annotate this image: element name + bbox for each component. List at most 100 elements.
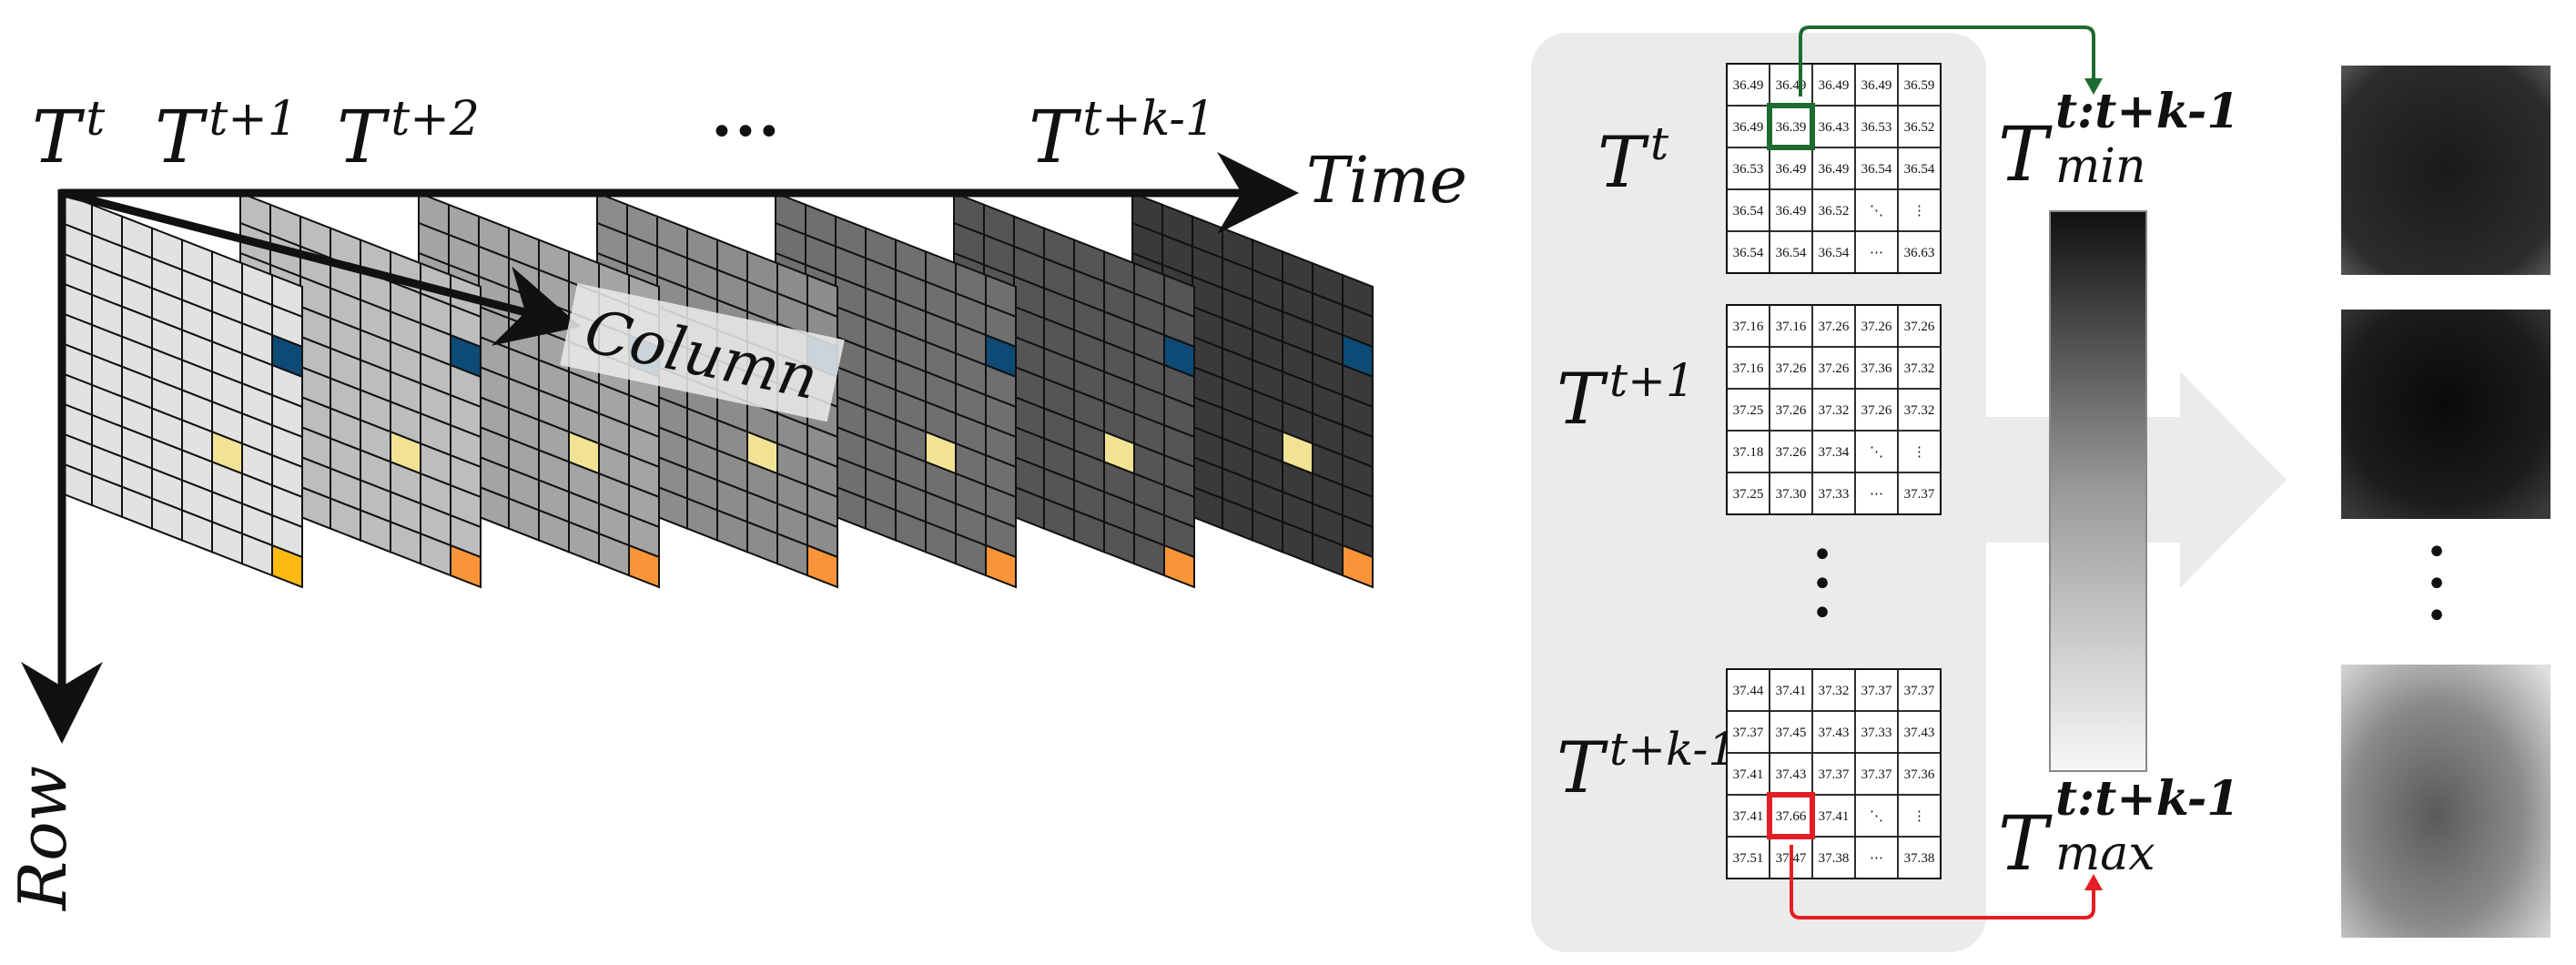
matrix-cell-value: 37.51 (1733, 851, 1764, 866)
frame-cell (806, 543, 838, 589)
matrix-cell-value: ⋱ (1870, 809, 1883, 824)
matrix-cell-value: ⋯ (1870, 851, 1883, 866)
matrix-cell-value: 36.63 (1904, 246, 1935, 260)
frame-7 (1131, 191, 1374, 589)
matrix-cell-value: 37.43 (1819, 726, 1850, 740)
matrix-cell-value: 36.54 (1733, 204, 1764, 218)
svg-text:•: • (2426, 532, 2448, 574)
matrix-cell-value: 37.30 (1776, 487, 1807, 502)
matrix-cell-value: 37.41 (1776, 684, 1807, 698)
matrix-cell-value: ⋯ (1870, 246, 1883, 260)
column-axis-arrow (62, 188, 582, 346)
matrix-cell-value: 36.49 (1776, 78, 1807, 93)
matrix-cell (1897, 472, 1942, 515)
matrix-cell-value: 37.45 (1776, 726, 1807, 740)
min-arrow-head (2084, 78, 2103, 95)
matrix-cell-value: 37.26 (1861, 403, 1892, 418)
min-arrow (1799, 25, 2095, 96)
frame-cell (1342, 543, 1374, 589)
matrix-cell-value: 36.49 (1819, 78, 1850, 93)
matrix-cell-value: 36.54 (1776, 246, 1807, 260)
matrix-cell-value: 37.34 (1819, 445, 1850, 460)
matrix-cell-value: 37.26 (1819, 361, 1850, 376)
thumbnail-2 (2341, 310, 2551, 519)
svg-text:t:t+k-1: t:t+k-1 (2055, 771, 2240, 827)
right-vertical-dots: • • • (2426, 532, 2448, 637)
svg-text:•: • (1811, 593, 1833, 635)
highlight-cell (1767, 792, 1815, 839)
svg-text:min: min (2055, 139, 2145, 194)
matrix-cell-value: 37.26 (1904, 320, 1935, 334)
matrix-cell-value: 37.32 (1819, 403, 1850, 418)
svg-text:•: • (2426, 564, 2448, 605)
matrix-cell-value: ⋯ (1870, 487, 1883, 502)
temperature-matrices: 36.49 36.49 36.49 36.49 36.59 36.49 36.39 36.43… (1557, 63, 1942, 879)
svg-text:T: T (1998, 112, 2053, 198)
matrix-cell-value: 37.25 (1733, 403, 1764, 418)
matrix-cell-value: 37.16 (1733, 361, 1764, 376)
middle-vertical-dots: • • • (1811, 534, 1833, 635)
matrix-cell-value: 37.38 (1904, 851, 1935, 866)
matrix-cell-value: ⋮ (1912, 809, 1926, 824)
matrix-cell-value: 37.37 (1904, 487, 1935, 502)
frame-stack (61, 191, 1374, 589)
matrix-cell-value: 36.54 (1819, 246, 1850, 260)
svg-text:•: • (2426, 595, 2448, 637)
matrix-cell-value: 36.54 (1861, 162, 1892, 177)
matrix-cell-value: 37.16 (1733, 320, 1764, 334)
matrix-cell-value: 37.41 (1733, 767, 1764, 782)
matrix-cell-value: 37.44 (1733, 684, 1764, 698)
matrix-cell-value: 36.49 (1819, 162, 1850, 177)
matrix-cell-value: 37.37 (1861, 767, 1892, 782)
matrix-cell-value: 37.26 (1776, 361, 1807, 376)
svg-text:•: • (1811, 564, 1833, 605)
matrix-cell-value: 36.49 (1861, 78, 1892, 93)
matrix-cell-value: 36.52 (1904, 120, 1935, 135)
matrix-cell-value: 37.32 (1904, 403, 1935, 418)
matrix-cell-value: 36.49 (1776, 162, 1807, 177)
matrix-cell-value: 36.39 (1776, 120, 1807, 135)
matrix-cell-value: 37.32 (1904, 361, 1935, 376)
svg-text:T: T (1998, 801, 2053, 888)
matrix-cell-value: 37.33 (1819, 487, 1850, 502)
row-label: Row (5, 766, 81, 912)
matrix-cell-value: 37.37 (1733, 726, 1764, 740)
matrix-cell-value: 37.43 (1904, 726, 1935, 740)
matrix-cell-value: 37.37 (1861, 684, 1892, 698)
matrix-cell-value: 36.59 (1904, 78, 1935, 93)
max-arrow (1790, 845, 2095, 919)
matrix-cell-value: 36.43 (1819, 120, 1850, 135)
matrix-cell-value: 37.36 (1904, 767, 1935, 782)
matrix-cell-value: 37.37 (1819, 767, 1850, 782)
matrix-cell-value: 37.37 (1904, 684, 1935, 698)
matrix-cell-value: 37.33 (1861, 726, 1892, 740)
matrix-cell-value: 37.25 (1733, 487, 1764, 502)
thermal-thumbnails (2341, 66, 2551, 938)
svg-text:t:t+k-1: t:t+k-1 (2055, 84, 2240, 139)
tmax-label: T t:t+k-1 max (1998, 771, 2240, 888)
matrix-cell-value: 37.41 (1819, 809, 1850, 824)
matrix-cell (1897, 836, 1942, 879)
matrix-cell (1897, 230, 1942, 274)
color-scale-bar (2049, 210, 2147, 772)
matrix-cell-value: 37.18 (1733, 445, 1764, 460)
frame-cell (450, 543, 482, 589)
matrix-cell-value: ⋱ (1870, 204, 1883, 218)
matrix-cell-value: ⋮ (1912, 445, 1926, 460)
matrix-cell-value: 37.66 (1776, 809, 1807, 824)
frame-cell (1163, 543, 1195, 589)
matrix-cell-value: 37.41 (1733, 809, 1764, 824)
matrix-cell-value: 37.32 (1819, 684, 1850, 698)
svg-text:•: • (1811, 534, 1833, 576)
frame-1 (61, 191, 303, 589)
matrix-cell-value: 36.49 (1776, 204, 1807, 218)
matrix-cell-value: ⋱ (1870, 445, 1883, 460)
frame-cell (628, 543, 660, 589)
